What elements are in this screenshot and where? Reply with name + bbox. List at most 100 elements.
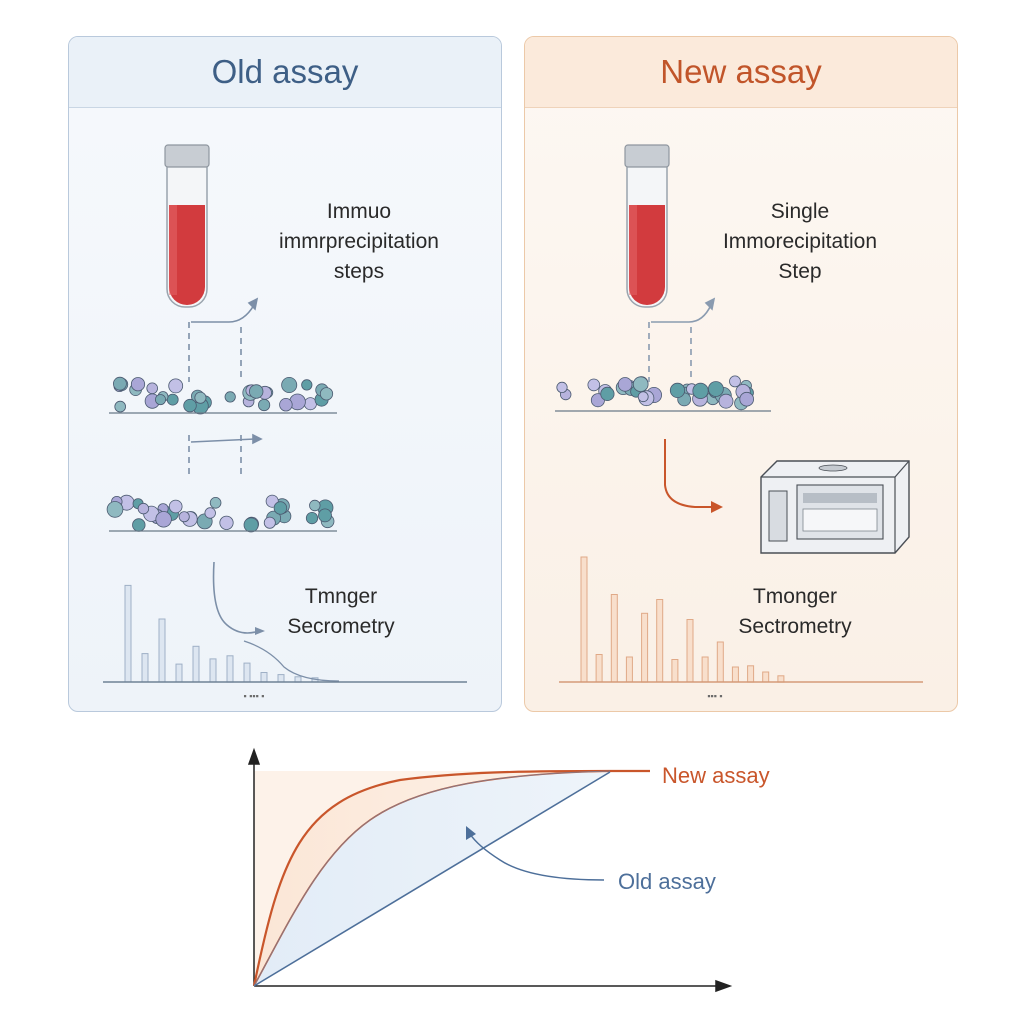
bead: [305, 511, 319, 525]
old-step-2-text: Tmnger Secrometry: [287, 585, 395, 638]
chart-axes: [247, 747, 733, 993]
arrow-icon: [188, 433, 263, 477]
new-assay-illustration: ▪▪▪ ▪: [555, 144, 923, 701]
spectrum-peak: [226, 655, 234, 683]
spectrum-peak: [762, 671, 770, 683]
bead: [178, 511, 190, 523]
old-assay-label: Old assay: [618, 869, 716, 894]
new-assay-area: [254, 771, 610, 986]
bead: [194, 391, 207, 404]
spectrum-peak: [610, 594, 618, 683]
new-assay-title: New assay: [525, 37, 957, 108]
bead: [707, 381, 724, 397]
axis-tick-labels: ▪ ▪▪▪ ▪: [244, 691, 265, 701]
spectrum-peak: [701, 656, 709, 683]
spectrum-peak: [777, 675, 785, 683]
bead: [132, 518, 146, 532]
bead: [219, 515, 234, 530]
bead: [587, 378, 601, 392]
spectrum-peak: [656, 599, 664, 683]
spectrum-peak: [141, 653, 149, 683]
spectrum-peak: [158, 618, 166, 683]
bead: [168, 378, 184, 394]
bead: [617, 377, 633, 392]
spectrum-peak: [671, 659, 679, 683]
bead: [224, 391, 236, 403]
old-assay-line: [253, 771, 611, 987]
spectrum-peak: [731, 666, 739, 683]
new-assay-line: [252, 769, 650, 987]
bead: [183, 398, 197, 413]
axis-tick-labels: ▪▪▪ ▪: [707, 691, 722, 701]
bead: [258, 398, 271, 412]
bead: [113, 376, 127, 391]
spectrum-peak: [192, 645, 200, 683]
bead: [146, 382, 158, 395]
mass-spectrometer-icon: [760, 460, 910, 554]
bead: [155, 394, 167, 406]
bead: [739, 391, 755, 407]
bead: [669, 382, 686, 398]
new-assay-label: New assay: [662, 763, 770, 788]
spectrum-peak: [641, 612, 649, 683]
spectrum-peak: [625, 656, 633, 683]
bead: [155, 511, 172, 528]
new-step-2-text: Tmonger Sectrometry: [738, 585, 852, 638]
bead: [301, 379, 313, 391]
bead-row-icon: [556, 375, 755, 411]
bead: [204, 507, 216, 519]
spectrum-peak: [209, 658, 217, 683]
spectrum-peak: [243, 662, 251, 683]
bead: [281, 376, 298, 393]
spectrum-peak: [277, 674, 285, 683]
arrow-icon: [212, 561, 260, 634]
bead: [556, 381, 568, 393]
bead: [137, 502, 150, 515]
bead: [263, 516, 276, 529]
bead: [166, 393, 179, 406]
old-assay-area: [254, 771, 610, 986]
new-assay-upper-line: [253, 770, 611, 987]
bead: [273, 501, 288, 515]
arrow-icon: [664, 439, 723, 513]
bead: [319, 387, 334, 401]
bead: [114, 400, 126, 413]
bead: [729, 375, 741, 388]
bead: [718, 393, 734, 409]
arrow-icon: [188, 297, 259, 382]
spectrum-peak: [716, 641, 724, 683]
old-step-1-text: Immuo immrprecipitation steps: [279, 200, 439, 283]
bead: [600, 386, 615, 401]
bead: [168, 499, 183, 514]
bead: [309, 499, 321, 512]
mass-spectrum-icon: [124, 584, 319, 683]
new-step-1-text: Single Immorecipitation Step: [722, 200, 878, 283]
bead: [318, 508, 332, 523]
bead-row-icon: [106, 494, 335, 533]
bead: [692, 382, 709, 399]
spectrum-peak: [175, 663, 183, 683]
spectrum-peak: [747, 665, 755, 683]
new-assay-panel: New assay: [524, 36, 958, 712]
bead: [279, 398, 293, 412]
bead: [243, 517, 259, 533]
bead: [130, 377, 146, 392]
bead: [248, 384, 264, 399]
old-assay-illustration: ▪ ▪▪▪ ▪: [103, 144, 467, 701]
spectrum-peak: [580, 556, 588, 683]
bead: [632, 376, 649, 393]
spectrum-peak: [260, 672, 268, 683]
spectrum-peak: [595, 654, 603, 683]
bead-row-icon: [113, 376, 334, 415]
test-tube-icon: [624, 144, 670, 308]
old-assay-panel: Old assay: [68, 36, 502, 712]
bead: [106, 501, 124, 518]
arrow-icon: [469, 833, 605, 881]
old-assay-title: Old assay: [69, 37, 501, 108]
bead: [209, 496, 222, 509]
arrow-icon: [648, 297, 716, 382]
test-tube-icon: [164, 144, 210, 308]
bead: [637, 391, 649, 403]
area-between: [254, 771, 610, 986]
spectrum-peak: [124, 584, 132, 683]
